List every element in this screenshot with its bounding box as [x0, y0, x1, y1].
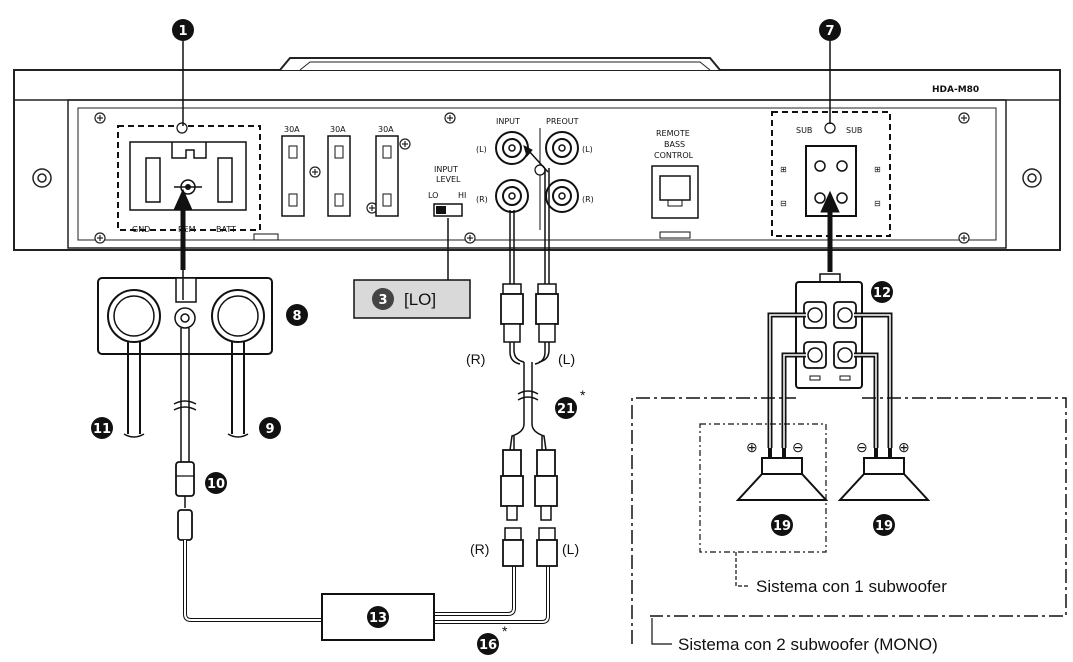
svg-text:(L): (L)	[582, 145, 593, 154]
svg-text:[LO]: [LO]	[404, 290, 436, 309]
remote-cable	[183, 540, 550, 624]
svg-text:LEVEL: LEVEL	[436, 175, 461, 184]
svg-text:(R): (R)	[470, 541, 489, 557]
svg-text:⊟: ⊟	[780, 199, 787, 208]
remote-fuse-connector	[175, 461, 195, 541]
input-level-switch: INPUT LEVEL LO HI	[428, 165, 466, 280]
rca-cables	[500, 145, 559, 567]
speaker-terminal-block: SUB SUB ⊞ ⊟ ⊞ ⊟	[771, 111, 891, 237]
two-sub-system-box	[631, 397, 1067, 645]
svg-text:⊕: ⊕	[898, 439, 910, 455]
svg-text:3: 3	[378, 293, 387, 308]
svg-text:BASS: BASS	[664, 140, 685, 149]
svg-text:13: 13	[369, 611, 387, 626]
svg-text:7: 7	[825, 24, 834, 39]
callout-1: 1	[172, 19, 194, 126]
svg-text:16: 16	[479, 638, 497, 653]
subwoofer-1	[735, 448, 829, 501]
converter-box: 13	[321, 593, 435, 641]
callout-12: 12	[871, 281, 893, 303]
svg-text:8: 8	[292, 309, 301, 324]
mount-screw-left	[32, 168, 52, 188]
connection-arrows	[173, 188, 840, 272]
mount-screw-right	[1022, 168, 1042, 188]
svg-text:(L): (L)	[476, 145, 487, 154]
fuse-3: 30A	[375, 125, 399, 217]
power-connector-plug	[97, 270, 273, 355]
callout-9: 9	[259, 417, 281, 439]
fuse-2: 30A	[327, 125, 351, 217]
callout-7: 7	[819, 19, 841, 124]
svg-text:(R): (R)	[466, 351, 485, 367]
callout-8: 8	[286, 304, 308, 326]
rca-cable-labels: (R) (L) (R) (L)	[466, 351, 579, 557]
svg-text:12: 12	[873, 286, 891, 301]
svg-text:*: *	[502, 623, 508, 639]
svg-text:⊞: ⊞	[874, 165, 881, 174]
remote-bass-control-port: REMOTE BASS CONTROL	[651, 129, 699, 239]
speaker-plug	[795, 273, 863, 389]
rem-label: REM	[178, 225, 196, 234]
svg-text:11: 11	[93, 422, 111, 437]
svg-text:21: 21	[557, 402, 575, 417]
svg-text:(R): (R)	[582, 195, 594, 204]
svg-text:⊞: ⊞	[780, 165, 787, 174]
model-label: HDA-M80	[932, 85, 979, 95]
svg-text:SUB: SUB	[846, 126, 862, 135]
svg-text:30A: 30A	[330, 125, 346, 134]
svg-text:(L): (L)	[562, 541, 579, 557]
two-sub-system-label: Sistema con 2 subwoofer (MONO)	[678, 635, 938, 654]
svg-text:SUB: SUB	[796, 126, 812, 135]
svg-text:30A: 30A	[378, 125, 394, 134]
svg-text:(L): (L)	[558, 351, 575, 367]
svg-text:CONTROL: CONTROL	[654, 151, 694, 160]
svg-text:30A: 30A	[284, 125, 300, 134]
callout-3-lo-setting: 3 [LO]	[353, 279, 471, 319]
callout-19b: 19	[873, 514, 895, 536]
one-sub-system-label: Sistema con 1 subwoofer	[756, 577, 947, 596]
callout-16: 16 *	[477, 623, 508, 655]
svg-text:HI: HI	[458, 191, 466, 200]
svg-text:⊖: ⊖	[792, 439, 804, 455]
svg-text:1: 1	[178, 24, 187, 39]
svg-text:INPUT: INPUT	[434, 165, 458, 174]
rca-jacks: INPUT PREOUT (L) (R) (L) (R)	[476, 117, 594, 230]
callout-21: 21 *	[555, 387, 586, 419]
corner-screws	[94, 112, 970, 244]
svg-text:19: 19	[875, 519, 893, 534]
speaker-polarity-labels: ⊕ ⊖ ⊖ ⊕	[746, 439, 910, 455]
speaker-wires	[767, 312, 893, 448]
svg-text:(R): (R)	[476, 195, 488, 204]
svg-text:⊟: ⊟	[874, 199, 881, 208]
svg-text:⊖: ⊖	[856, 439, 868, 455]
input-label: INPUT	[496, 117, 520, 126]
svg-text:*: *	[580, 387, 586, 403]
svg-text:19: 19	[773, 519, 791, 534]
gnd-label: GND	[132, 225, 150, 234]
callout-19a: 19	[771, 514, 793, 536]
power-cables	[123, 328, 249, 462]
svg-text:9: 9	[265, 422, 274, 437]
fuse-group: 30A 30A 30A	[281, 125, 399, 217]
callout-10: 10	[205, 472, 227, 494]
svg-text:REMOTE: REMOTE	[656, 129, 690, 138]
fuse-1: 30A	[281, 125, 305, 217]
svg-text:LO: LO	[428, 191, 438, 200]
callout-11: 11	[91, 417, 113, 439]
preout-label: PREOUT	[546, 117, 579, 126]
svg-text:⊕: ⊕	[746, 439, 758, 455]
batt-label: BATT	[216, 225, 236, 234]
subwoofer-2	[837, 448, 931, 501]
one-sub-system-box	[699, 423, 827, 587]
svg-text:10: 10	[207, 477, 225, 492]
